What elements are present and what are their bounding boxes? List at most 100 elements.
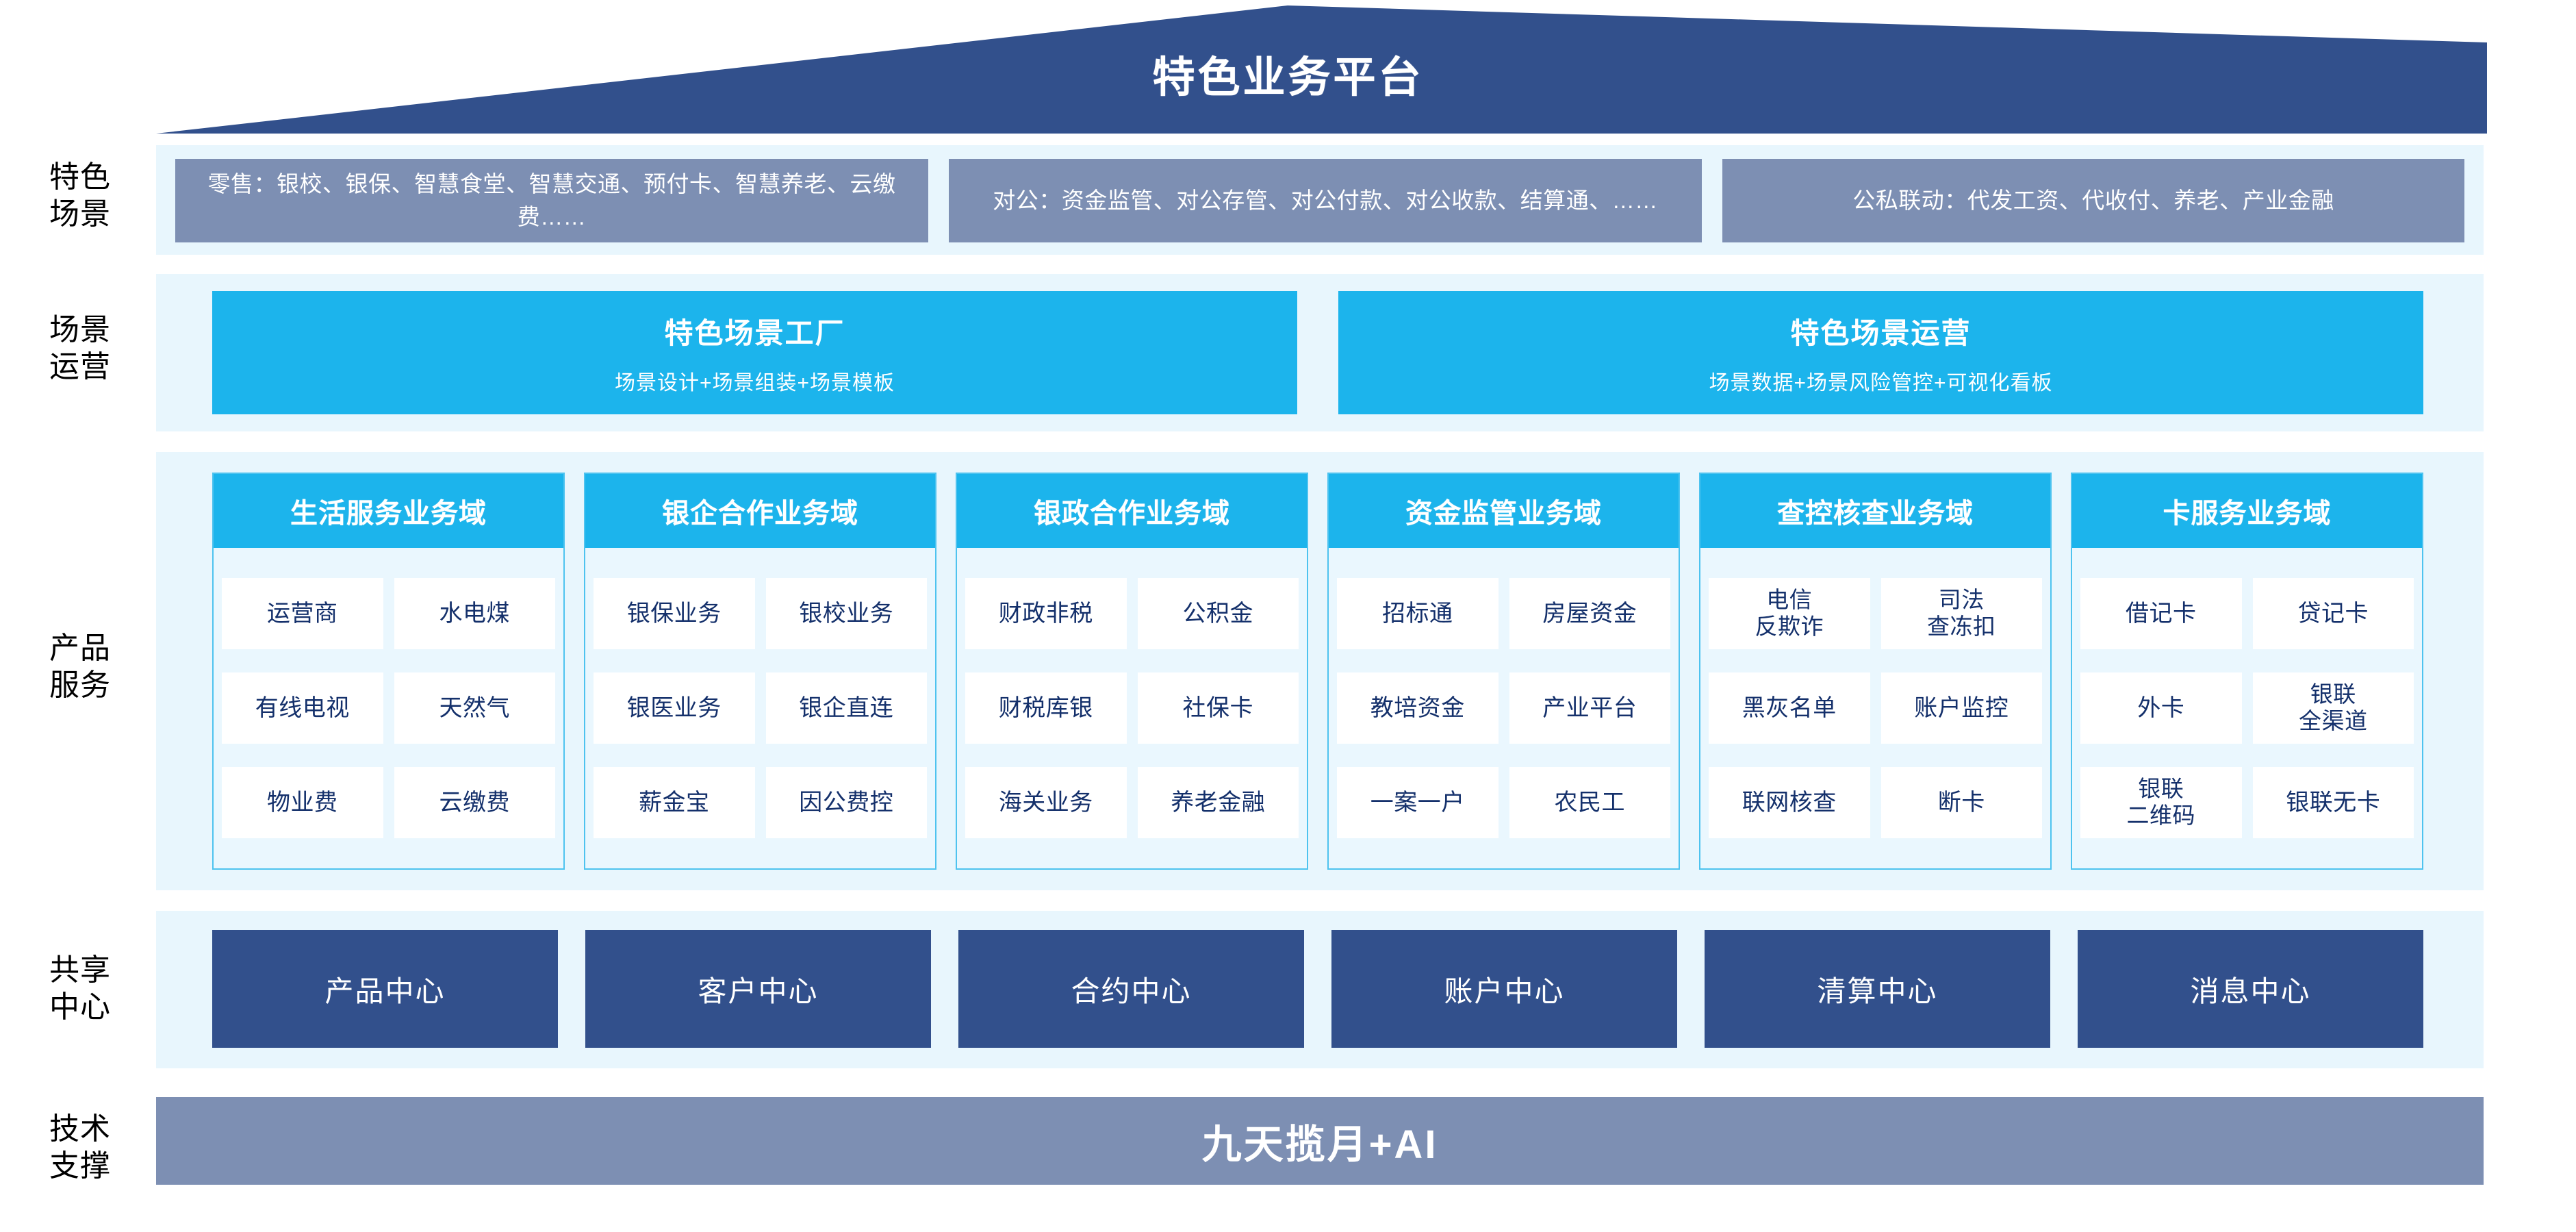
business-domain-column: 卡服务业务域借记卡贷记卡外卡银联全渠道银联二维码银联无卡 [2071, 473, 2423, 870]
business-domain-item[interactable]: 天然气 [394, 672, 555, 744]
business-domain-item-row: 外卡银联全渠道 [2080, 672, 2414, 744]
operations-box-list: 特色场景工厂 场景设计+场景组装+场景模板 特色场景运营 场景数据+场景风险管控… [212, 291, 2423, 414]
business-domain-title: 查控核查业务域 [1700, 474, 2050, 548]
business-domain-item[interactable]: 海关业务 [965, 767, 1127, 838]
row-label-shared-centers-line1: 共享 [49, 953, 111, 987]
business-domain-item[interactable]: 房屋资金 [1509, 578, 1670, 649]
shared-center-box[interactable]: 客户中心 [585, 930, 931, 1048]
business-domain-column: 资金监管业务域招标通房屋资金教培资金产业平台一案一户农民工 [1327, 473, 1680, 870]
business-domain-item[interactable]: 运营商 [222, 578, 383, 649]
row-label-operations-line1: 场景 [49, 313, 111, 347]
business-domain-item[interactable]: 银校业务 [765, 578, 927, 649]
row-label-products: 产品 服务 [15, 630, 145, 703]
business-domain-item[interactable]: 银联全渠道 [2252, 672, 2414, 744]
business-domain-item[interactable]: 公积金 [1137, 578, 1299, 649]
tech-support-banner[interactable]: 九天揽月+AI [156, 1097, 2484, 1185]
business-domain-item[interactable]: 银联无卡 [2252, 767, 2414, 838]
row-label-scenarios: 特色 场景 [15, 159, 145, 232]
business-domain-item-row: 招标通房屋资金 [1337, 578, 1670, 649]
business-domain-item-grid: 银保业务银校业务银医业务银企直连薪金宝因公费控 [585, 548, 935, 868]
business-domain-item[interactable]: 断卡 [1880, 767, 2042, 838]
row-label-operations: 场景 运营 [15, 312, 145, 385]
business-domain-item[interactable]: 账户监控 [1880, 672, 2042, 744]
shared-center-box[interactable]: 消息中心 [2078, 930, 2423, 1048]
business-domain-item[interactable]: 外卡 [2080, 672, 2242, 744]
business-domain-item-row: 有线电视天然气 [222, 672, 555, 744]
shared-center-box[interactable]: 清算中心 [1705, 930, 2050, 1048]
row-label-shared-centers-line2: 中心 [49, 990, 111, 1024]
business-domain-item-row: 黑灰名单账户监控 [1709, 672, 2042, 744]
business-domain-item[interactable]: 农民工 [1509, 767, 1670, 838]
business-domain-item-grid: 运营商水电煤有线电视天然气物业费云缴费 [214, 548, 563, 868]
business-domain-item[interactable]: 银医业务 [594, 672, 755, 744]
row-label-operations-line2: 运营 [49, 349, 111, 384]
operations-title-scene-operation: 特色场景运营 [1790, 316, 1972, 349]
business-domain-item-row: 物业费云缴费 [222, 767, 555, 838]
operations-subtitle-scene-operation: 场景数据+场景风险管控+可视化看板 [1709, 371, 2053, 394]
business-domain-item-row: 借记卡贷记卡 [2080, 578, 2414, 649]
shared-center-box[interactable]: 合约中心 [958, 930, 1304, 1048]
business-domain-item-row: 银医业务银企直连 [594, 672, 927, 744]
business-domain-item[interactable]: 教培资金 [1337, 672, 1499, 744]
business-domain-item[interactable]: 产业平台 [1509, 672, 1670, 744]
row-label-scenarios-line1: 特色 [49, 160, 111, 194]
business-domain-item-row: 银保业务银校业务 [594, 578, 927, 649]
business-domain-item-grid: 借记卡贷记卡外卡银联全渠道银联二维码银联无卡 [2072, 548, 2422, 868]
row-label-scenarios-line2: 场景 [49, 197, 111, 231]
business-domain-item[interactable]: 财税库银 [965, 672, 1127, 744]
roof-shape-icon [156, 5, 2487, 134]
business-domain-item-grid: 电信反欺诈司法查冻扣黑灰名单账户监控联网核查断卡 [1700, 548, 2050, 868]
row-label-shared-centers: 共享 中心 [15, 952, 145, 1025]
business-domain-item-row: 运营商水电煤 [222, 578, 555, 649]
row-label-tech-support-line2: 支撑 [49, 1148, 111, 1183]
shared-center-box-list: 产品中心客户中心合约中心账户中心清算中心消息中心 [212, 930, 2423, 1048]
business-domain-item-row: 海关业务养老金融 [965, 767, 1299, 838]
operations-box-scene-operation[interactable]: 特色场景运营 场景数据+场景风险管控+可视化看板 [1338, 291, 2423, 414]
business-domain-item[interactable]: 银保业务 [594, 578, 755, 649]
business-domain-item[interactable]: 水电煤 [394, 578, 555, 649]
shared-center-box[interactable]: 账户中心 [1331, 930, 1677, 1048]
scenario-box-retail[interactable]: 零售：银校、银保、智慧食堂、智慧交通、预付卡、智慧养老、云缴费…… [175, 159, 928, 242]
business-domain-item[interactable]: 贷记卡 [2252, 578, 2414, 649]
business-domain-item[interactable]: 黑灰名单 [1709, 672, 1870, 744]
business-domain-item-row: 薪金宝因公费控 [594, 767, 927, 838]
operations-box-scene-factory[interactable]: 特色场景工厂 场景设计+场景组装+场景模板 [212, 291, 1297, 414]
business-domain-item[interactable]: 物业费 [222, 767, 383, 838]
business-domain-column: 查控核查业务域电信反欺诈司法查冻扣黑灰名单账户监控联网核查断卡 [1699, 473, 2052, 870]
business-domain-column: 银企合作业务域银保业务银校业务银医业务银企直连薪金宝因公费控 [584, 473, 936, 870]
business-domain-item[interactable]: 财政非税 [965, 578, 1127, 649]
business-domain-title: 资金监管业务域 [1329, 474, 1679, 548]
platform-title: 特色业务平台 [1152, 54, 1424, 101]
shared-center-box[interactable]: 产品中心 [212, 930, 558, 1048]
business-domain-item-grid: 财政非税公积金财税库银社保卡海关业务养老金融 [957, 548, 1307, 868]
business-domain-item[interactable]: 借记卡 [2080, 578, 2242, 649]
business-domain-item[interactable]: 招标通 [1337, 578, 1499, 649]
business-domain-item[interactable]: 司法查冻扣 [1880, 578, 2042, 649]
business-domain-item-row: 一案一户农民工 [1337, 767, 1670, 838]
scenario-box-corporate[interactable]: 对公：资金监管、对公存管、对公付款、对公收款、结算通、…… [949, 159, 1702, 242]
business-domain-item[interactable]: 一案一户 [1337, 767, 1499, 838]
business-domain-column-list: 生活服务业务域运营商水电煤有线电视天然气物业费云缴费银企合作业务域银保业务银校业… [212, 473, 2423, 870]
business-domain-item[interactable]: 薪金宝 [594, 767, 755, 838]
business-domain-item[interactable]: 云缴费 [394, 767, 555, 838]
row-label-products-line2: 服务 [49, 668, 111, 702]
business-domain-item[interactable]: 社保卡 [1137, 672, 1299, 744]
business-domain-column: 生活服务业务域运营商水电煤有线电视天然气物业费云缴费 [212, 473, 565, 870]
row-label-products-line1: 产品 [49, 631, 111, 665]
row-label-tech-support-line1: 技术 [49, 1112, 111, 1146]
business-domain-item[interactable]: 联网核查 [1709, 767, 1870, 838]
business-domain-item[interactable]: 因公费控 [765, 767, 927, 838]
business-domain-item[interactable]: 银联二维码 [2080, 767, 2242, 838]
operations-title-scene-factory: 特色场景工厂 [664, 316, 845, 349]
business-domain-item[interactable]: 电信反欺诈 [1709, 578, 1870, 649]
business-domain-item[interactable]: 有线电视 [222, 672, 383, 744]
business-domain-item-row: 电信反欺诈司法查冻扣 [1709, 578, 2042, 649]
business-domain-item[interactable]: 银企直连 [765, 672, 927, 744]
business-domain-item-row: 联网核查断卡 [1709, 767, 2042, 838]
business-domain-item[interactable]: 养老金融 [1137, 767, 1299, 838]
operations-subtitle-scene-factory: 场景设计+场景组装+场景模板 [614, 371, 895, 394]
business-domain-item-row: 财税库银社保卡 [965, 672, 1299, 744]
row-label-tech-support: 技术 支撑 [15, 1111, 145, 1184]
scenario-box-public-private[interactable]: 公私联动：代发工资、代收付、养老、产业金融 [1722, 159, 2464, 242]
